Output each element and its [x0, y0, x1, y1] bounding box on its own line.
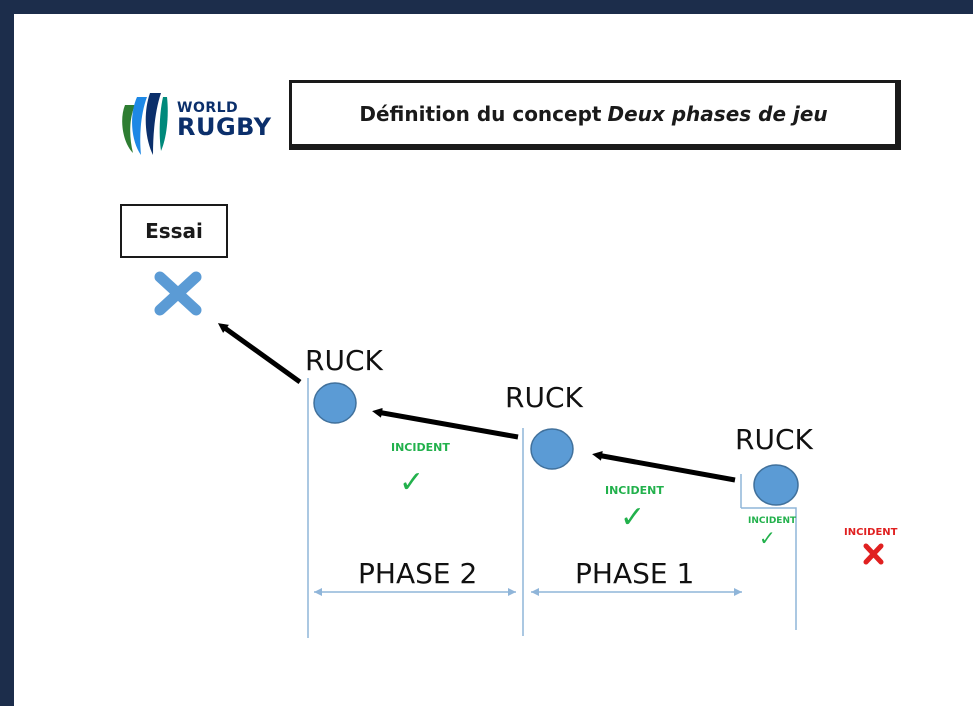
incident-label-phase2: INCIDENT	[391, 441, 450, 454]
title-box: Définition du concept Deux phases de jeu	[289, 80, 901, 150]
title-prefix: Définition du concept	[359, 101, 602, 126]
ruck-ball-1	[753, 464, 799, 506]
ruck-label-1: RUCK	[735, 423, 814, 456]
ruck-ball-3	[313, 382, 357, 424]
phase-2-span-arrow	[314, 588, 516, 596]
guide-line-ruck-1-bracket	[741, 507, 797, 630]
world-rugby-logo	[122, 93, 168, 155]
logo-text-world: WORLD	[177, 100, 239, 116]
incident-label-outside: INCIDENT	[844, 527, 898, 538]
ruck-label-2: RUCK	[505, 381, 584, 414]
phase-1-span-arrow	[531, 588, 742, 596]
logo-text-rugby: RUGBY	[177, 113, 272, 141]
frame-top-border	[0, 0, 973, 14]
arrow-ruck3-to-essai	[217, 323, 302, 385]
invalid-cross-icon	[863, 543, 884, 565]
essai-cross-icon	[154, 271, 202, 316]
arrow-ruck1-to-ruck2	[592, 450, 736, 483]
incident-label-phase1: INCIDENT	[605, 484, 664, 497]
incident-label-ruck1: INCIDENT	[748, 516, 797, 526]
check-icon-phase2: ✓	[399, 465, 424, 500]
ruck-ball-2	[530, 428, 574, 470]
check-icon-ruck1: ✓	[759, 526, 776, 550]
phase-label-1: PHASE 1	[575, 557, 694, 590]
title-emphasis: Deux phases de jeu	[607, 101, 828, 126]
phase-label-2: PHASE 2	[358, 557, 477, 590]
ruck-label-3: RUCK	[305, 344, 384, 377]
arrow-ruck2-to-ruck3	[372, 407, 519, 440]
essai-label: Essai	[145, 219, 203, 243]
essai-box: Essai	[120, 204, 228, 258]
check-icon-phase1: ✓	[620, 500, 645, 535]
frame-left-border	[0, 0, 14, 706]
